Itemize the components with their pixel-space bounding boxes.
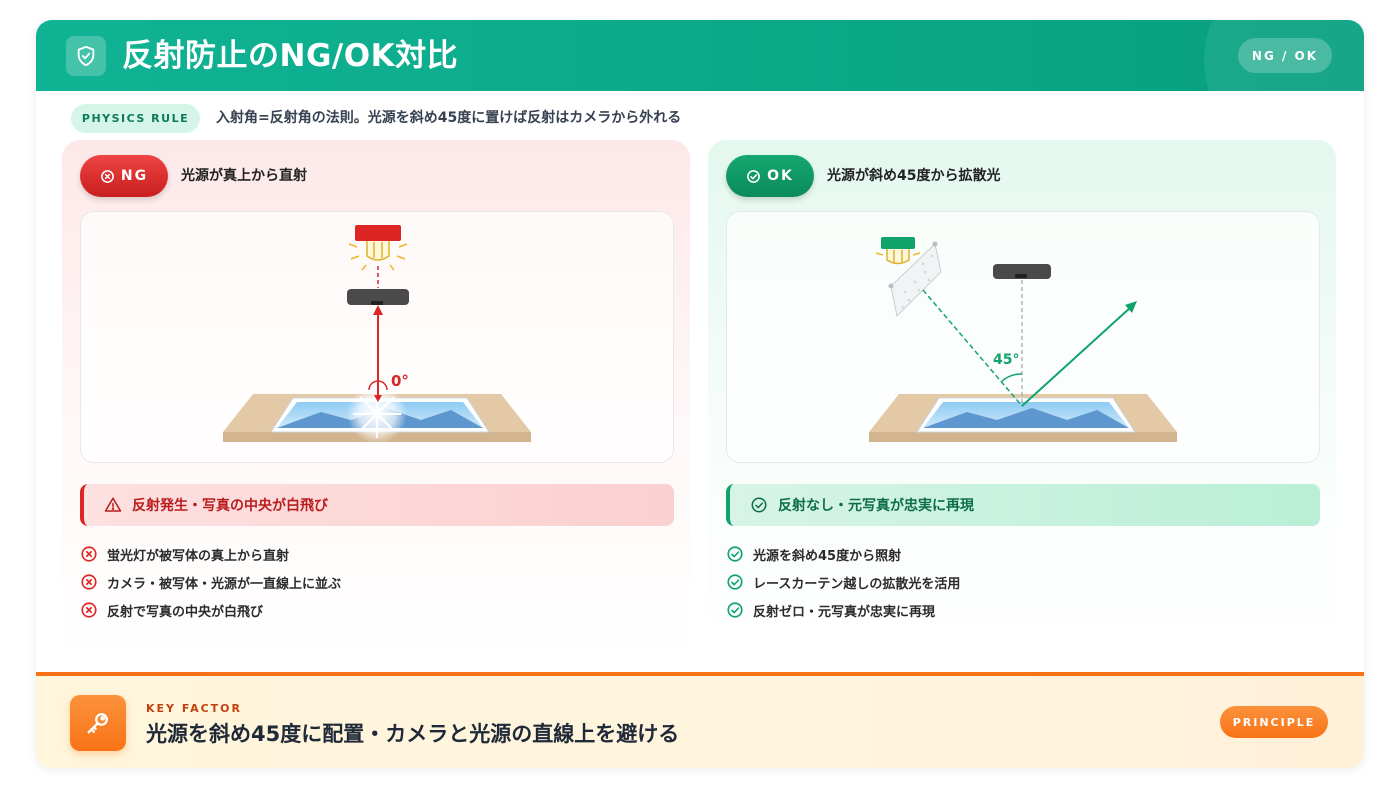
- ok-subtitle: 光源が斜め45度から拡散光: [827, 168, 1001, 184]
- x-circle-icon: [100, 169, 114, 183]
- ng-status-text: 反射発生・写真の中央が白飛び: [132, 498, 328, 514]
- list-item: 反射で写真の中央が白飛び: [80, 596, 674, 624]
- check-circle-icon: [726, 545, 744, 563]
- list-item: カメラ・被写体・光源が一直線上に並ぶ: [80, 568, 674, 596]
- photo: [916, 397, 1136, 433]
- header-decoration: [1204, 20, 1364, 91]
- ok-point-text: 反射ゼロ・元写真が忠実に再現: [753, 604, 936, 620]
- reflected-ray: [1021, 301, 1137, 407]
- slide-card: 反射防止のNG/OK対比 NG / OK PHYSICS RULE 入射角=反射…: [36, 20, 1364, 768]
- key-factor-footer: KEY FACTOR 光源を斜め45度に配置・カメラと光源の直線上を避ける PR…: [36, 672, 1364, 768]
- ng-ok-pill: NG / OK: [1238, 38, 1332, 73]
- x-circle-icon: [80, 545, 98, 563]
- x-circle-icon: [80, 601, 98, 619]
- ng-points-list: 蛍光灯が被写体の真上から直射 カメラ・被写体・光源が一直線上に並ぶ 反射で写真の…: [80, 540, 674, 624]
- camera: [993, 264, 1051, 279]
- check-circle-icon: [726, 601, 744, 619]
- list-item: 蛍光灯が被写体の真上から直射: [80, 540, 674, 568]
- ok-point-text: 光源を斜め45度から照射: [753, 548, 902, 564]
- page-title: 反射防止のNG/OK対比: [122, 38, 459, 74]
- ceiling-light: [348, 225, 408, 271]
- ok-status-banner: 反射なし・元写真が忠実に再現: [726, 484, 1320, 526]
- header-bar: 反射防止のNG/OK対比 NG / OK: [36, 20, 1364, 91]
- key-factor-label: KEY FACTOR: [146, 702, 242, 715]
- key-factor-text: 光源を斜め45度に配置・カメラと光源の直線上を避ける: [146, 722, 680, 746]
- check-circle-icon: [747, 169, 761, 183]
- ok-angle-label: 45°: [993, 352, 1019, 368]
- ng-badge: NG: [80, 155, 168, 197]
- ng-panel: NG 光源が真上から直射: [62, 140, 690, 660]
- side-light: [875, 237, 921, 265]
- ok-point-text: レースカーテン越しの拡散光を活用: [753, 576, 961, 592]
- key-icon: [70, 695, 126, 751]
- list-item: 光源を斜め45度から照射: [726, 540, 1320, 568]
- ok-illustration: 45°: [726, 211, 1320, 463]
- reflection-arrow: [368, 305, 388, 402]
- physics-rule-text: 入射角=反射角の法則。光源を斜め45度に置けば反射はカメラから外れる: [216, 110, 682, 126]
- physics-rule-badge: PHYSICS RULE: [71, 104, 200, 133]
- check-circle-icon: [726, 573, 744, 591]
- principle-pill: PRINCIPLE: [1220, 706, 1328, 738]
- check-circle-icon: [751, 497, 767, 513]
- ng-badge-label: NG: [120, 168, 149, 184]
- ng-point-text: 蛍光灯が被写体の真上から直射: [107, 548, 290, 564]
- ng-status-banner: 反射発生・写真の中央が白飛び: [80, 484, 674, 526]
- list-item: 反射ゼロ・元写真が忠実に再現: [726, 596, 1320, 624]
- ok-badge-label: OK: [767, 168, 794, 184]
- ok-points-list: 光源を斜め45度から照射 レースカーテン越しの拡散光を活用 反射ゼロ・元写真が忠…: [726, 540, 1320, 624]
- ng-point-text: 反射で写真の中央が白飛び: [107, 604, 264, 620]
- ng-angle-label: 0°: [391, 372, 409, 390]
- shield-icon: [66, 36, 106, 76]
- ok-status-text: 反射なし・元写真が忠実に再現: [778, 498, 974, 514]
- lace-curtain-diffuser: [888, 241, 942, 318]
- incident-ray: [922, 289, 1023, 407]
- list-item: レースカーテン越しの拡散光を活用: [726, 568, 1320, 596]
- warning-icon: [104, 497, 122, 512]
- camera: [347, 289, 409, 305]
- angle-arc: [1000, 373, 1023, 383]
- ng-point-text: カメラ・被写体・光源が一直線上に並ぶ: [107, 576, 342, 592]
- ng-illustration: 0°: [80, 211, 674, 463]
- x-circle-icon: [80, 573, 98, 591]
- ng-subtitle: 光源が真上から直射: [181, 168, 307, 184]
- ok-panel: OK 光源が斜め45度から拡散光: [708, 140, 1336, 660]
- ok-badge: OK: [726, 155, 814, 197]
